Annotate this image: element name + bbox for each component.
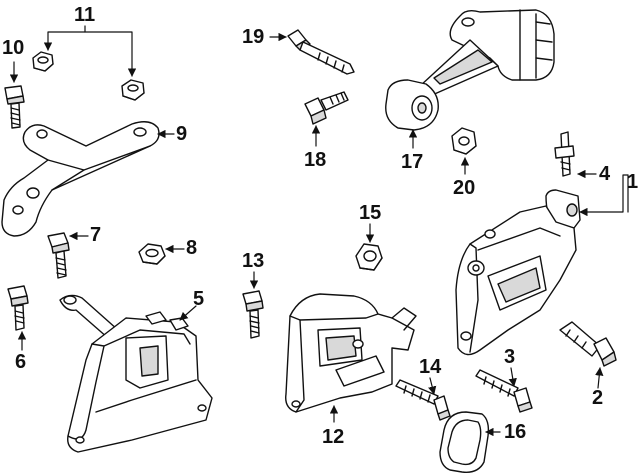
callout-10: 10: [2, 37, 25, 59]
bolt-part-6: [7, 285, 29, 331]
mount-part-5: [59, 294, 213, 453]
stud-part-4: [554, 131, 575, 177]
leader-lines: [9, 25, 629, 437]
nut-part-11-left: [32, 51, 54, 72]
callout-14: 14: [419, 356, 442, 378]
callout-17: 17: [401, 151, 424, 173]
callout-16: 16: [504, 421, 527, 443]
callout-15: 15: [359, 202, 382, 224]
bolt-part-7: [47, 232, 70, 279]
callout-18: 18: [304, 149, 327, 171]
bushing-part-15: [355, 243, 383, 271]
bracket-part-9: [1, 121, 160, 237]
bolt-part-2: [559, 321, 617, 367]
callout-4: 4: [599, 163, 611, 185]
callout-3: 3: [504, 346, 516, 368]
callout-13: 13: [242, 250, 265, 272]
callout-8: 8: [186, 237, 198, 259]
callout-9: 9: [176, 123, 188, 145]
nut-part-8: [138, 243, 166, 265]
bolt-part-18: [304, 91, 349, 125]
mount-part-1: [455, 189, 581, 356]
callout-5: 5: [193, 288, 205, 310]
callout-2: 2: [592, 387, 604, 409]
callout-11: 11: [74, 4, 96, 26]
callout-19: 19: [242, 26, 265, 48]
bolt-part-10: [4, 85, 25, 129]
callout-12: 12: [322, 426, 345, 448]
callout-6: 6: [15, 351, 27, 373]
torque-rod-part-17: [385, 9, 555, 131]
callout-1: 1: [627, 171, 639, 193]
nut-part-20: [451, 127, 477, 155]
callout-7: 7: [90, 224, 102, 246]
bolt-part-14: [395, 379, 451, 421]
callout-20: 20: [453, 177, 476, 199]
gasket-part-16: [439, 411, 490, 473]
bolt-part-13: [242, 290, 264, 339]
nut-part-11-right: [121, 79, 145, 101]
bolt-part-19: [287, 29, 355, 75]
mount-part-12: [285, 293, 417, 413]
bolt-part-3: [475, 369, 533, 413]
